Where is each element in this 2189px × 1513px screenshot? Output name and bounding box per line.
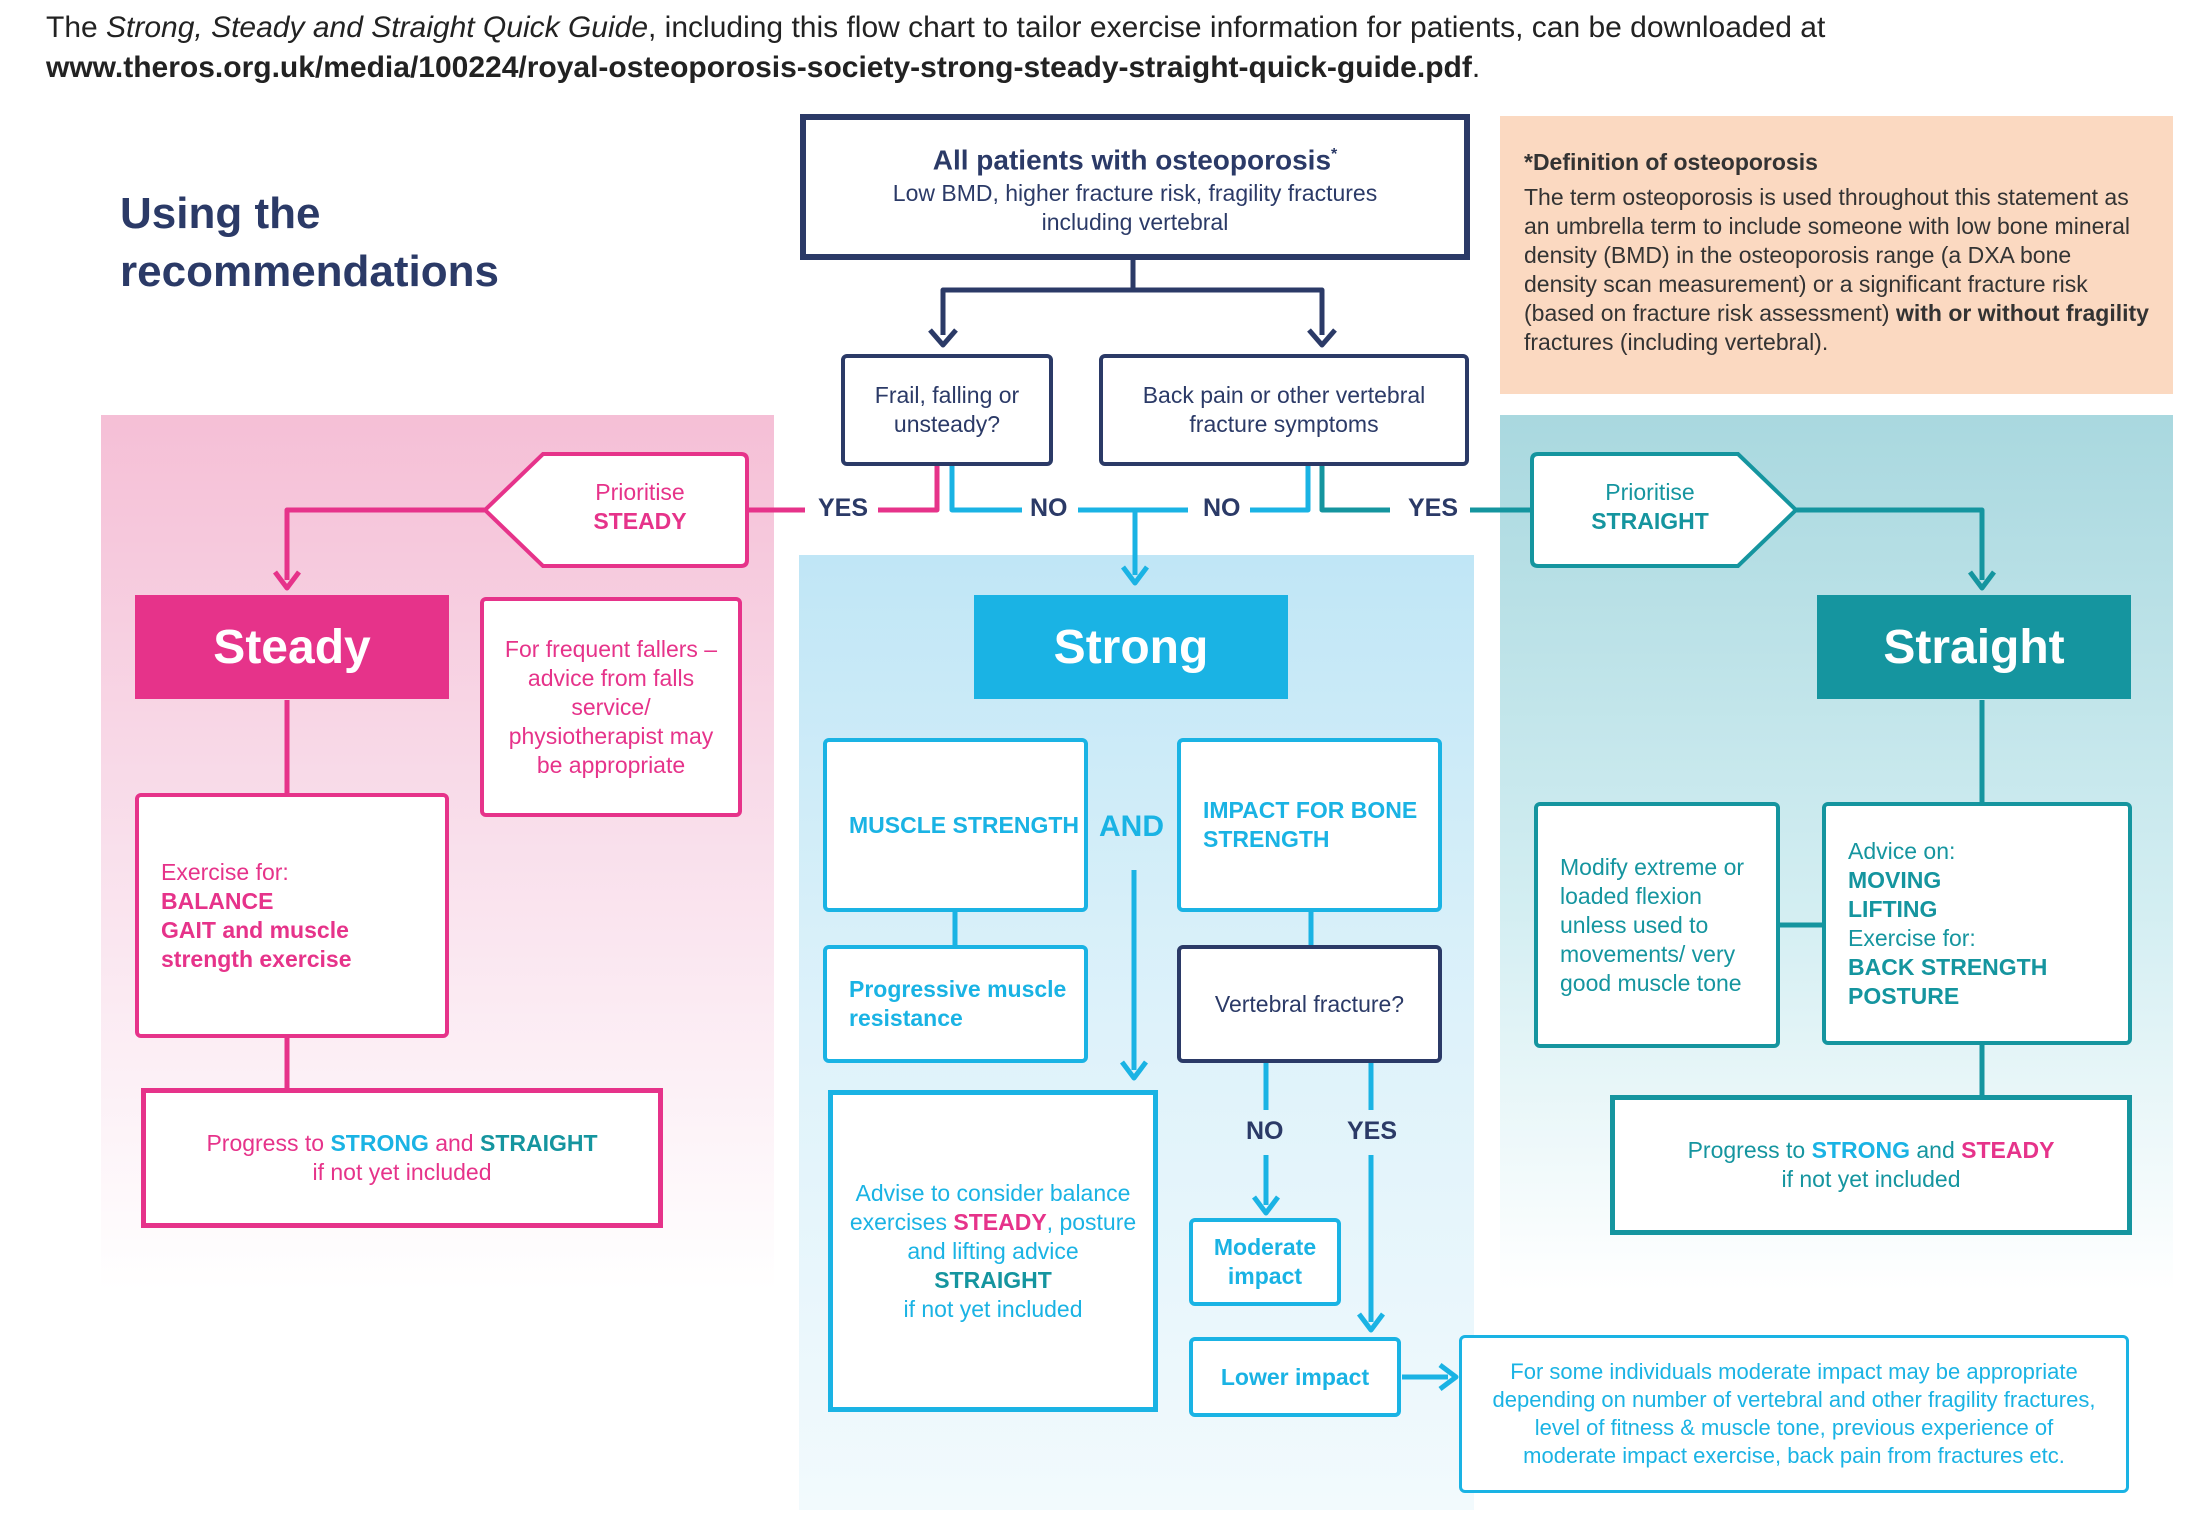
- arrow-head-advise: [1120, 1060, 1148, 1081]
- label-yes-straight: YES: [1408, 494, 1459, 522]
- steady-header: Steady: [135, 595, 449, 699]
- label-and: AND: [1099, 810, 1164, 843]
- guide-name: Strong, Steady and Straight Quick Guide: [106, 11, 649, 44]
- connector-frail-yes: [878, 465, 940, 513]
- arrow-head-moderate: [1252, 1195, 1280, 1216]
- connector-top-split: [940, 260, 1136, 335]
- steady-progress-box: Progress to STRONG and STRAIGHT if not y…: [141, 1088, 663, 1228]
- straight-advice-on: Advice on:: [1848, 837, 1956, 864]
- advise-box: Advise to consider balance exercises STE…: [828, 1090, 1158, 1412]
- prioritise-steady-shape: [483, 452, 749, 568]
- back-pain-question-box: Back pain or other vertebral fracture sy…: [1099, 354, 1469, 466]
- straight-advice-box: Advice on: MOVING LIFTING Exercise for: …: [1822, 802, 2132, 1045]
- modify-flexion-box: Modify extreme or loaded flexion unless …: [1534, 802, 1780, 1048]
- all-patients-box: All patients with osteoporosis* Low BMD,…: [800, 114, 1470, 260]
- straight-lifting: LIFTING: [1848, 895, 1938, 922]
- arrow-head-straight: [1968, 570, 1996, 591]
- connector-back-yes: [1319, 465, 1390, 513]
- straight-header: Straight: [1817, 595, 2131, 699]
- modify-flexion-text: Modify extreme or loaded flexion unless …: [1560, 853, 1745, 996]
- label-vertebral-no: NO: [1246, 1117, 1284, 1145]
- all-patients-subtext: Low BMD, higher fracture risk, fragility…: [892, 179, 1378, 235]
- arrow-head-frail: [928, 328, 958, 348]
- back-pain-question-text: Back pain or other vertebral fracture sy…: [1142, 382, 1426, 437]
- steady-balance: BALANCE: [161, 887, 274, 914]
- arrow-head-lower: [1357, 1312, 1385, 1333]
- straight-progress-box: Progress to STRONG and STEADY if not yet…: [1610, 1095, 2132, 1235]
- label-yes-steady: YES: [818, 494, 869, 522]
- prioritise-straight-label: Prioritise STRAIGHT: [1591, 479, 1709, 534]
- intro-line-2: www.theros.org.uk/media/100224/royal-ost…: [46, 51, 1481, 84]
- strong-header: Strong: [974, 595, 1288, 699]
- connector-prioritise-to-steady: [284, 507, 485, 580]
- prioritise-steady-label: Prioritise STEADY: [593, 479, 687, 534]
- moderate-impact-note-box: For some individuals moderate impact may…: [1459, 1335, 2129, 1493]
- moderate-impact-box: Moderate impact: [1189, 1218, 1341, 1306]
- impact-bone-box: IMPACT FOR BONE STRENGTH: [1177, 738, 1442, 912]
- intro-line-1: The Strong, Steady and Straight Quick Gu…: [46, 11, 1826, 44]
- frail-question-text: Frail, falling or unsteady?: [874, 382, 1020, 437]
- all-patients-heading: All patients with osteoporosis: [932, 144, 1332, 176]
- progressive-resistance-box: Progressive muscle resistance: [823, 945, 1088, 1063]
- prioritise-straight-shape: [1530, 452, 1799, 568]
- connector-no-right: [1250, 465, 1311, 513]
- frequent-fallers-text: For frequent fallers – advice from falls…: [504, 635, 718, 778]
- label-no-right: NO: [1203, 494, 1241, 522]
- moderate-impact-note-text: For some individuals moderate impact may…: [1492, 1359, 2096, 1468]
- arrow-head-strong: [1121, 565, 1149, 586]
- arrow-head-note: [1438, 1363, 1459, 1391]
- straight-back-strength: BACK STRENGTH: [1848, 953, 2048, 980]
- frail-question-box: Frail, falling or unsteady?: [841, 354, 1053, 466]
- straight-exercise-for: Exercise for:: [1848, 924, 1976, 951]
- progressive-resistance-text: Progressive muscle resistance: [849, 976, 1067, 1031]
- steady-exercise-box: Exercise for: BALANCE GAIT and muscle st…: [135, 793, 449, 1038]
- connector-top-split-right: [1133, 287, 1325, 335]
- vertebral-fracture-question-box: Vertebral fracture?: [1177, 945, 1442, 1063]
- definition-box: *Definition of osteoporosis The term ost…: [1500, 116, 2173, 394]
- impact-bone-text: IMPACT FOR BONE STRENGTH: [1203, 797, 1418, 852]
- straight-moving: MOVING: [1848, 866, 1942, 893]
- muscle-strength-box: MUSCLE STRENGTH: [823, 738, 1088, 912]
- frequent-fallers-box: For frequent fallers – advice from falls…: [480, 597, 742, 817]
- definition-text: The term osteoporosis is used throughout…: [1524, 184, 2149, 355]
- moderate-impact-text: Moderate impact: [1213, 1234, 1317, 1289]
- intro-text: The Strong, Steady and Straight Quick Gu…: [46, 8, 2146, 88]
- steady-exercise-for: Exercise for:: [161, 858, 289, 885]
- lower-impact-text: Lower impact: [1220, 1363, 1370, 1390]
- straight-posture: POSTURE: [1848, 982, 1960, 1009]
- arrow-head-steady: [273, 570, 301, 591]
- lower-impact-box: Lower impact: [1189, 1337, 1401, 1417]
- label-no-left: NO: [1030, 494, 1068, 522]
- steady-gait: GAIT and muscle strength exercise: [161, 916, 352, 972]
- connector-prioritise-to-straight: [1793, 507, 1985, 580]
- connector-frail-no: [949, 465, 1022, 513]
- vertebral-fracture-question-text: Vertebral fracture?: [1214, 990, 1405, 1017]
- muscle-strength-text: MUSCLE STRENGTH: [849, 811, 1079, 838]
- arrow-head-back: [1307, 328, 1337, 348]
- label-vertebral-yes: YES: [1347, 1117, 1398, 1145]
- page-title: Using the recommendations: [120, 189, 499, 296]
- guide-url[interactable]: www.theros.org.uk/media/100224/royal-ost…: [46, 51, 1472, 84]
- definition-heading: *Definition of osteoporosis: [1524, 149, 1818, 175]
